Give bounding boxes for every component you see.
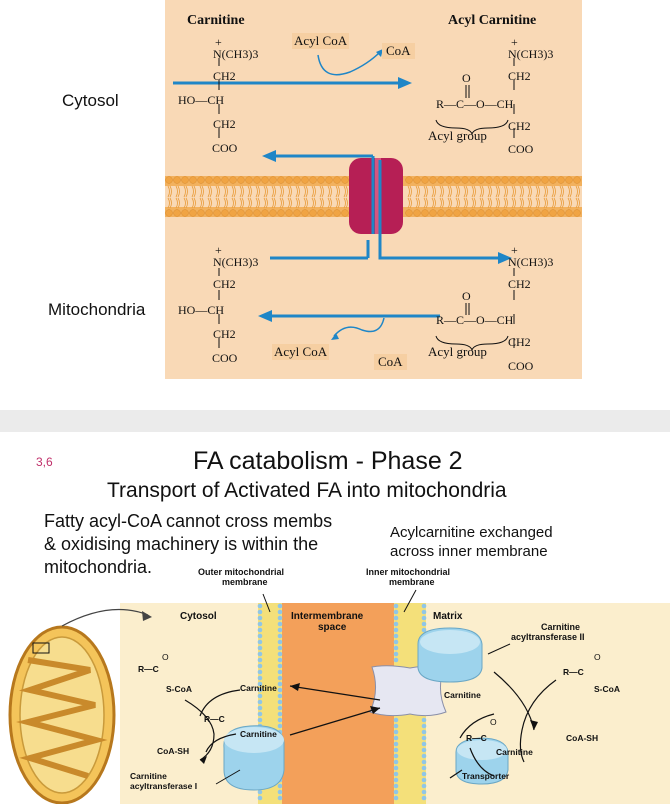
plus-sign: + bbox=[215, 35, 222, 49]
outer-membrane-pointer bbox=[262, 593, 271, 613]
carnitine-acyltransferase-ii-protein bbox=[417, 627, 509, 785]
outer-membrane-label-line-2: membrane bbox=[222, 577, 268, 587]
carboxylate-group: COO bbox=[508, 142, 534, 156]
coa-label-mito: CoA bbox=[374, 354, 407, 370]
cat1-label-line-1: Carnitine bbox=[130, 771, 167, 781]
plus-sign: + bbox=[511, 243, 518, 257]
ester-linkage: R—C—O—CH bbox=[436, 97, 514, 111]
slide-title: FA catabolism - Phase 2 bbox=[193, 447, 463, 475]
ch2-group: CH2 bbox=[508, 119, 531, 133]
coa-sh-right: CoA-SH bbox=[566, 733, 599, 743]
mitochondrion-illustration bbox=[8, 625, 116, 804]
n-ch3-group: N(CH3)3 bbox=[213, 255, 259, 269]
carboxylate-group: COO bbox=[212, 351, 238, 365]
acyl-r-group: R—C bbox=[563, 667, 584, 677]
acyl-group-bracket-top bbox=[435, 119, 509, 136]
carnitine-label-d: Carnitine bbox=[496, 747, 533, 757]
inner-membrane-pointer bbox=[403, 589, 417, 613]
acyl-group-label: Acyl group bbox=[428, 128, 487, 143]
inner-membrane-label-line-1: Inner mitochondrial bbox=[366, 567, 451, 577]
n-ch3-group: N(CH3)3 bbox=[213, 47, 259, 61]
mitochondria-label: Mitochondria bbox=[48, 300, 146, 319]
slide-subtitle: Transport of Activated FA into mitochond… bbox=[107, 479, 507, 502]
plus-sign: + bbox=[511, 35, 518, 49]
ester-linkage: R—C—O—CH bbox=[436, 313, 514, 327]
outer-membrane-label-line-1: Outer mitochondrial bbox=[198, 567, 285, 577]
carbonyl-oxygen: O bbox=[462, 289, 471, 303]
carboxylate-group: COO bbox=[212, 141, 238, 155]
acyl-coa-label-cytosol: Acyl CoA bbox=[292, 33, 350, 49]
carnitine-label-b: Carnitine bbox=[240, 729, 277, 739]
acyl-coa-label-mito: Acyl CoA bbox=[272, 344, 330, 360]
acyl-group-label: Acyl group bbox=[428, 344, 487, 359]
coa-label-cytosol: CoA bbox=[382, 43, 415, 59]
ch2-group: CH2 bbox=[508, 69, 531, 83]
carbonyl-oxygen: O bbox=[490, 717, 497, 727]
carnitine-title: Carnitine bbox=[187, 13, 245, 28]
cat2-label-line-1: Carnitine bbox=[541, 622, 581, 632]
transport-arrows bbox=[173, 49, 512, 340]
carbonyl-oxygen: O bbox=[462, 71, 471, 85]
carbonyl-oxygen: O bbox=[594, 652, 601, 662]
s-coa-left: S-CoA bbox=[166, 684, 192, 694]
plus-sign: + bbox=[215, 243, 222, 257]
n-ch3-group: N(CH3)3 bbox=[508, 255, 554, 269]
ho-ch-group: HO—CH bbox=[178, 303, 225, 317]
intermembrane-label-line-2: space bbox=[318, 622, 347, 633]
carnitine-translocase-protein bbox=[349, 158, 403, 234]
left-text-line-3: mitochondria. bbox=[44, 557, 153, 577]
right-text-line-1: Acylcarnitine exchanged bbox=[390, 524, 553, 541]
bottom-figure bbox=[8, 589, 670, 804]
cytosol-region-label: Cytosol bbox=[180, 611, 217, 622]
zoom-box bbox=[32, 642, 50, 654]
ho-ch-group: HO—CH bbox=[178, 93, 225, 107]
ch2-group: CH2 bbox=[213, 277, 236, 291]
carnitine-label-a: Carnitine bbox=[240, 683, 277, 693]
cat1-pointer bbox=[215, 769, 241, 785]
transporter-label: Transporter bbox=[462, 771, 510, 781]
cat2-pointer bbox=[487, 643, 511, 655]
ch2-group: CH2 bbox=[213, 327, 236, 341]
slide-divider bbox=[0, 410, 670, 432]
acyl-r-group: R—C bbox=[466, 733, 487, 743]
intermembrane-label-line-1: Intermembrane bbox=[291, 611, 364, 622]
cat2-label-line-2: acyltransferase II bbox=[511, 632, 585, 642]
ch2-group: CH2 bbox=[213, 117, 236, 131]
right-text-line-2: across inner membrane bbox=[390, 543, 548, 560]
acyl-r-group: R—C bbox=[204, 714, 225, 724]
n-ch3-group: N(CH3)3 bbox=[508, 47, 554, 61]
carnitine-label-c: Carnitine bbox=[444, 690, 481, 700]
zoom-arrow bbox=[61, 608, 149, 627]
carnitine-acyltransferase-i-protein bbox=[223, 725, 285, 791]
acyl-carnitine-title: Acyl Carnitine bbox=[448, 13, 537, 28]
coa-sh-left: CoA-SH bbox=[157, 746, 190, 756]
inner-membrane-label-line-2: membrane bbox=[389, 577, 435, 587]
page-number: 3,6 bbox=[36, 455, 53, 469]
ch2-group: CH2 bbox=[213, 69, 236, 83]
cytosol-label: Cytosol bbox=[62, 91, 119, 110]
acyl-r-group: R—C bbox=[138, 664, 159, 674]
s-coa-right: S-CoA bbox=[594, 684, 620, 694]
acyl-group-bracket-bottom bbox=[435, 335, 509, 352]
carboxylate-group: COO bbox=[508, 359, 534, 373]
ch2-group: CH2 bbox=[508, 335, 531, 349]
matrix-label: Matrix bbox=[433, 611, 463, 622]
ch2-group: CH2 bbox=[508, 277, 531, 291]
left-text-line-2: & oxidising machinery is within the bbox=[44, 534, 319, 554]
left-text-line-1: Fatty acyl-CoA cannot cross membs bbox=[44, 511, 333, 531]
carbonyl-oxygen: O bbox=[162, 652, 169, 662]
cat1-label-line-2: acyltransferase I bbox=[130, 781, 198, 791]
